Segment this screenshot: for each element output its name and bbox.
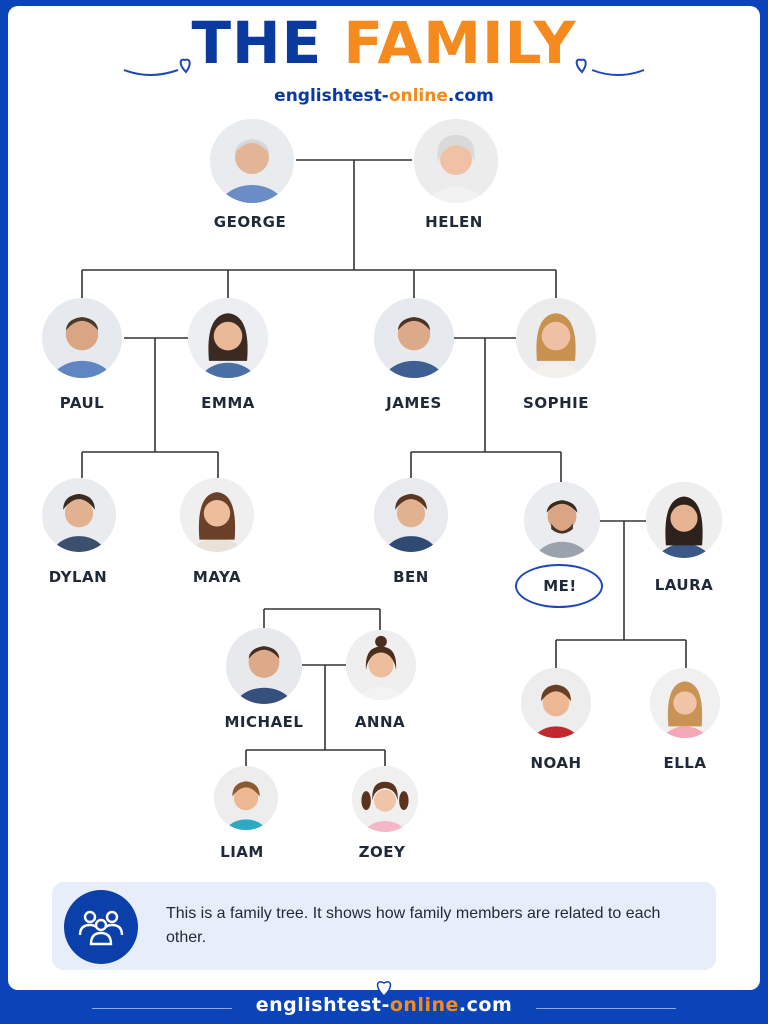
info-box: This is a family tree. It shows how fami… bbox=[52, 882, 716, 970]
person-photo bbox=[180, 478, 254, 552]
heart-icon bbox=[376, 981, 392, 998]
person-photo bbox=[650, 668, 720, 738]
heart-icon bbox=[575, 58, 587, 74]
person-photo bbox=[226, 628, 302, 704]
footer-divider bbox=[536, 1008, 676, 1009]
person-photo bbox=[521, 668, 591, 738]
footer-site-url[interactable]: englishtest-online.com bbox=[255, 994, 513, 1016]
person-photo bbox=[524, 482, 600, 558]
family-group-icon bbox=[64, 890, 138, 964]
person-photo bbox=[374, 478, 448, 552]
person-photo bbox=[188, 298, 268, 378]
person-photo bbox=[352, 766, 418, 832]
person-photo bbox=[42, 298, 122, 378]
heart-flourish-decoration bbox=[123, 58, 645, 76]
person-photo bbox=[414, 119, 498, 203]
footer-divider bbox=[92, 1008, 232, 1009]
page-title: THE FAMILY bbox=[191, 9, 577, 77]
person-photo bbox=[346, 630, 416, 700]
heart-icon bbox=[179, 58, 191, 74]
site-url: englishtest-online.com bbox=[274, 86, 494, 106]
person-photo bbox=[214, 766, 278, 830]
person-photo bbox=[646, 482, 722, 558]
person-photo bbox=[42, 478, 116, 552]
me-highlight-oval bbox=[515, 564, 603, 608]
person-photo bbox=[374, 298, 454, 378]
info-text: This is a family tree. It shows how fami… bbox=[166, 905, 661, 946]
person-photo bbox=[210, 119, 294, 203]
person-photo bbox=[516, 298, 596, 378]
